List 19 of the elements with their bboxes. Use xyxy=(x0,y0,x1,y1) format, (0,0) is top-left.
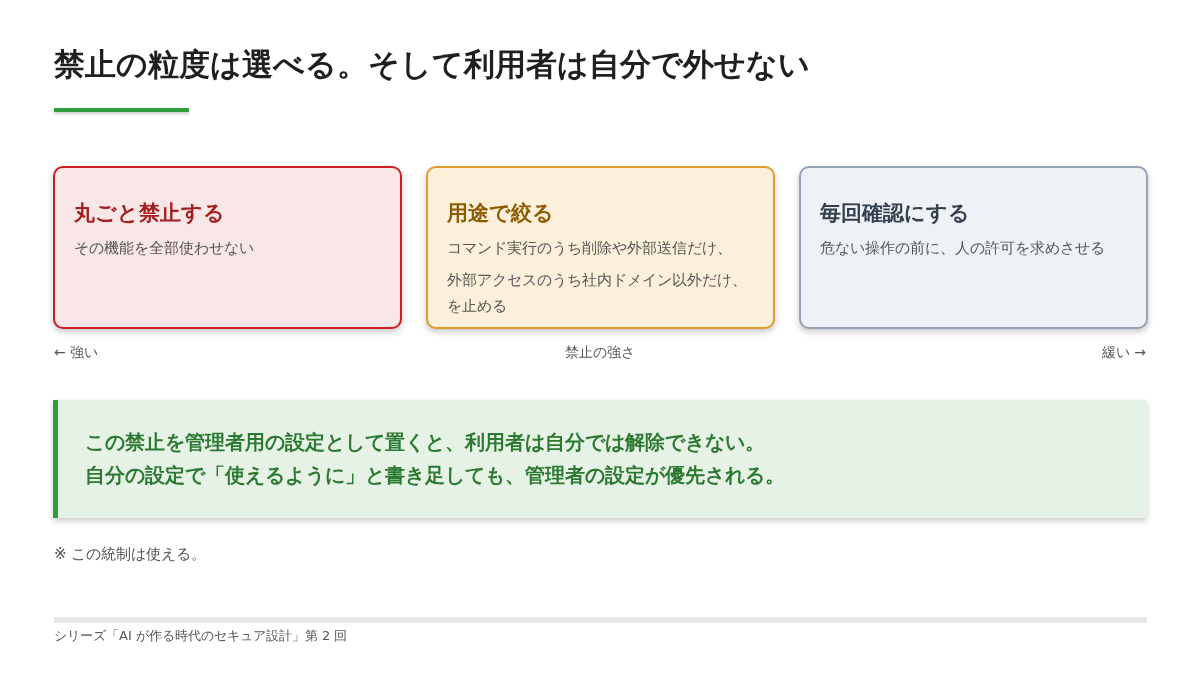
option-card xyxy=(53,166,402,329)
callout-panel xyxy=(53,400,1147,518)
callout-text: 自分の設定で「使えるように」と書き足しても、管理者の設定が優先される。 xyxy=(85,463,785,489)
callout-text: この禁止を管理者用の設定として置くと、利用者は自分では解除できない。 xyxy=(85,430,765,456)
card-heading: 丸ごと禁止する xyxy=(74,200,225,227)
card-description: コマンド実行のうち削除や外部送信だけ、 xyxy=(447,238,733,260)
card-description: 外部アクセスのうち社内ドメイン以外だけ、を止める xyxy=(447,270,748,318)
scale-end-label: 緩い → xyxy=(1101,343,1146,362)
scale-end-label: ← 強い xyxy=(54,343,99,362)
footnote: ※ この統制は使える。 xyxy=(54,545,207,565)
card-description: 危ない操作の前に、人の許可を求めさせる xyxy=(820,238,1106,260)
card-heading: 毎回確認にする xyxy=(820,200,970,227)
option-card xyxy=(426,166,775,329)
slide-title: 禁止の粒度は選べる。そして利用者は自分で外せない xyxy=(54,45,810,84)
scale-caption: 禁止の強さ xyxy=(565,343,635,362)
series-footer: シリーズ「AI が作る時代のセキュア設計」第 2 回 xyxy=(54,628,348,645)
option-card xyxy=(799,166,1148,329)
card-description: その機能を全部使わせない xyxy=(74,238,255,260)
card-heading: 用途で絞る xyxy=(447,200,554,227)
